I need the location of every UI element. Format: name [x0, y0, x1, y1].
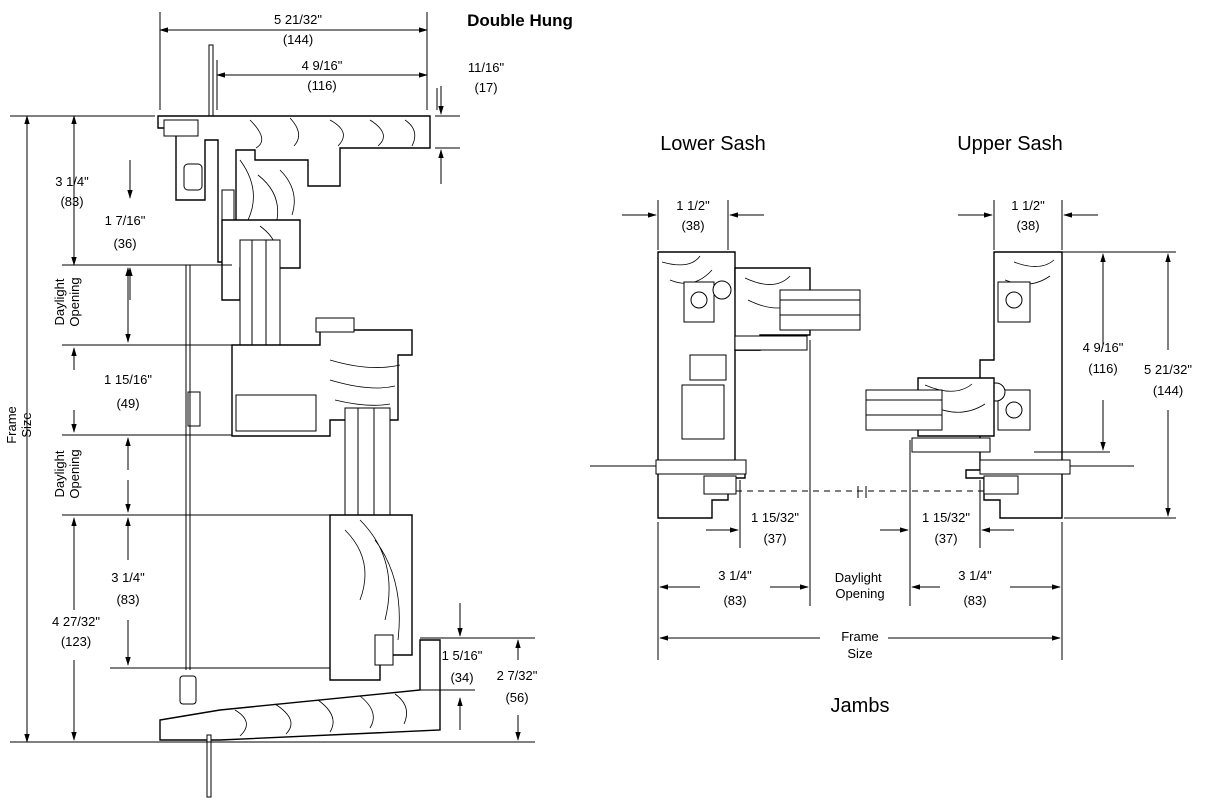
head-height-metric: (83) [60, 194, 83, 209]
upper-sash-width-metric: (38) [1016, 218, 1039, 233]
upper-inner-metric: (116) [1088, 361, 1117, 376]
frame-size-label-vertical-line-2: Size [19, 412, 34, 437]
lower-sash-width-metric: (38) [681, 218, 704, 233]
right-jamb-depth-fraction: 3 1/4" [958, 568, 992, 583]
diagram-title: Double Hung [467, 11, 573, 30]
jambs-drawing [590, 200, 1176, 660]
top-offset-fraction: 11/16" [468, 60, 505, 75]
lower-sash-label: Lower Sash [660, 133, 766, 155]
frame-size-label-vertical-line-1: Frame [4, 406, 19, 444]
jambs-daylight-opening-label: Daylight Opening [835, 570, 886, 601]
daylight-opening-label-2: DaylightOpening [52, 449, 82, 498]
jambs-frame-size-line-2: Size [847, 646, 872, 661]
jambs-daylight-line: Daylight [835, 570, 882, 585]
jambs-frame-size-line-1: Frame [841, 629, 879, 644]
sill-total-metric: (123) [61, 634, 91, 649]
lower-sash-width-fraction: 1 1/2" [676, 198, 710, 213]
right-glass-offset-fraction: 1 15/32" [922, 510, 970, 525]
frame-size-label-vertical: FrameSize [4, 406, 34, 444]
sill-projection-fraction: 2 7/32" [497, 668, 538, 683]
daylight-opening-label-2-line-2: Opening [67, 449, 82, 498]
upper-sash-label: Upper Sash [957, 133, 1063, 155]
upper-inner-fraction: 4 9/16" [1083, 340, 1124, 355]
left-jamb-depth-fraction: 3 1/4" [718, 568, 752, 583]
sill-small-metric: (34) [450, 670, 473, 685]
top-overall-width-fraction: 5 21/32" [274, 12, 322, 27]
upper-overall-metric: (144) [1153, 383, 1183, 398]
left-glass-offset-metric: (37) [763, 531, 786, 546]
sill-height-fraction: 3 1/4" [111, 570, 145, 585]
head-sash-metric: (36) [113, 236, 136, 251]
top-overall-width-metric: (144) [283, 32, 313, 47]
jambs-labels: Lower Sash Upper Sash 1 1/2" (38) 1 1/2"… [660, 133, 1192, 717]
top-inner-width-fraction: 4 9/16" [302, 58, 343, 73]
vertical-section-drawing [10, 12, 535, 798]
daylight-opening-label-1-line-2: Opening [67, 277, 82, 326]
sill-projection-metric: (56) [505, 690, 528, 705]
daylight-opening-label-1: DaylightOpening [52, 277, 82, 326]
jambs-title: Jambs [831, 695, 890, 717]
jambs-daylight-line-2: Opening [835, 586, 884, 601]
top-inner-width-metric: (116) [307, 78, 336, 93]
jambs-dimension-lines [622, 212, 1171, 641]
head-sash-fraction: 1 7/16" [105, 213, 146, 228]
upper-sash-width-fraction: 1 1/2" [1011, 198, 1045, 213]
meeting-rail-metric: (49) [116, 396, 139, 411]
right-jamb-depth-metric: (83) [963, 593, 986, 608]
head-height-fraction: 3 1/4" [55, 174, 89, 189]
meeting-rail-fraction: 1 15/16" [104, 372, 152, 387]
right-glass-offset-metric: (37) [934, 531, 957, 546]
upper-overall-fraction: 5 21/32" [1144, 362, 1192, 377]
vertical-section-labels: 5 21/32" (144) 4 9/16" (116) 11/16" (17)… [4, 12, 538, 705]
sill-height-metric: (83) [116, 592, 139, 607]
top-offset-metric: (17) [474, 80, 497, 95]
daylight-opening-label-2-line-1: Daylight [52, 450, 67, 497]
daylight-opening-label-1-line-1: Daylight [52, 278, 67, 325]
vertical-section-dimension-lines [24, 27, 521, 743]
left-glass-offset-fraction: 1 15/32" [751, 510, 799, 525]
left-jamb-depth-metric: (83) [723, 593, 746, 608]
sill-small-fraction: 1 5/16" [442, 648, 483, 663]
sill-total-fraction: 4 27/32" [52, 614, 100, 629]
